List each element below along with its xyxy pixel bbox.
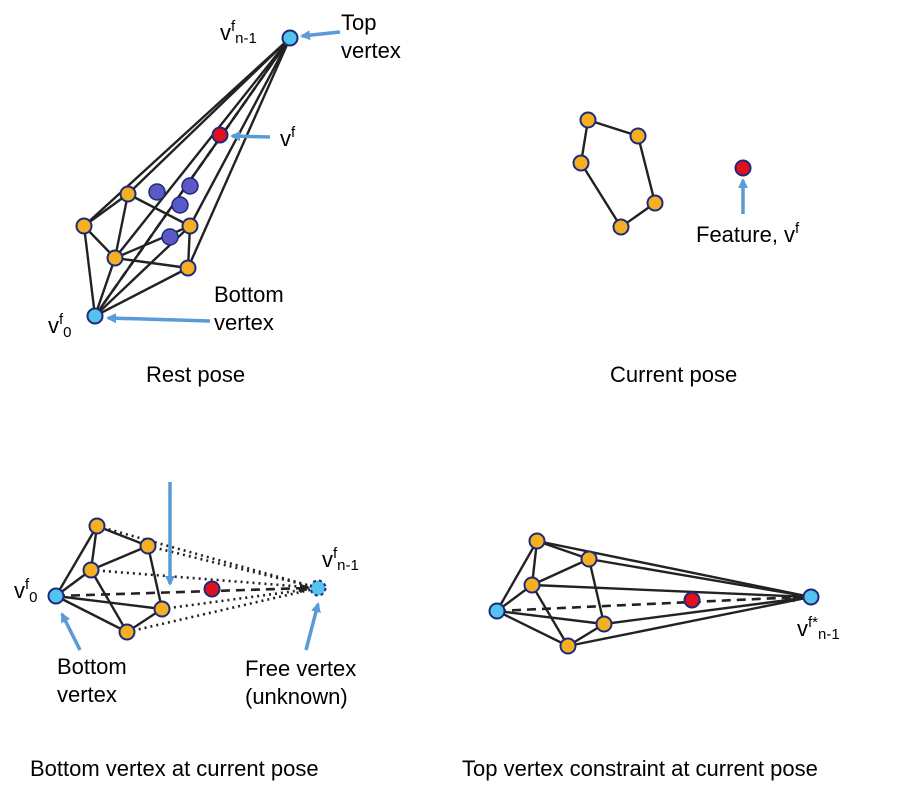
free-vertex-label-line1: Free vertex [245,656,356,681]
top-vertex-arrow [300,30,341,41]
cage-vertex [153,600,171,618]
cage-vertex [179,259,197,277]
cage-vertex [139,537,157,555]
cage-vertex [646,194,664,212]
label-feature-current: Feature, vf [696,220,800,247]
caption-bottom-vertex: Bottom vertex at current pose [30,756,319,781]
cage-vertex [528,532,546,550]
label-vf-star-n1: vf*n-1 [797,614,840,643]
cage-vertex [572,154,590,172]
caption-top-vertex: Top vertex constraint at current pose [462,756,818,781]
cage-vertex [559,637,577,655]
bottom-vertex-arrow [106,313,211,324]
top-vertex [802,588,820,606]
feature-point [734,159,752,177]
rest-cage-edges [82,37,292,318]
bottom-vertex-arrow [60,612,82,651]
rest-interior-points [148,177,199,246]
interior-point [161,228,179,246]
rest-pose-panel [82,37,292,318]
top-vertex-label-line1: Top [341,10,376,35]
cage-vertex [580,550,598,568]
cage-vertex [82,561,100,579]
feature-point [683,591,701,609]
cage-vertex [579,111,597,129]
label-vf-rest: vf [280,124,296,151]
cage-vertex [106,249,124,267]
free-vertex [309,579,327,597]
bottom-vertex-label-line1: Bottom [214,282,284,307]
caption-current-pose: Current pose [610,362,737,387]
cage-vertex [595,615,613,633]
cage-vertex [118,623,136,641]
top-vertex-label-line2: vertex [341,38,401,63]
label-vf-n1-bottom: vfn-1 [322,545,359,574]
cage-vertex [119,185,137,203]
caption-rest-pose: Rest pose [146,362,245,387]
bottom-vertex [488,602,506,620]
label-vf-n1-rest: vfn-1 [220,18,257,47]
feature-point [203,580,221,598]
rest-arrows [106,30,341,324]
cage-vertex [612,218,630,236]
cage-vertex [181,217,199,235]
cage-vertex [75,217,93,235]
bottom-vertex-label-line1-b: Bottom [57,654,127,679]
bottom-vertex-label-line2: vertex [214,310,274,335]
label-vf-0-bottom: vf0 [14,576,38,606]
cage-vertex [88,517,106,535]
interior-point [181,177,199,195]
top-vertex [281,29,299,47]
free-vertex-label-line2: (unknown) [245,684,348,709]
feature-point [211,126,229,144]
top-vertices [488,532,820,655]
bottom-pose-panel [54,524,319,634]
rest-vertices [75,29,299,325]
feature-arrow [230,131,271,142]
bottom-vertices [47,517,327,641]
bottom-vertex [86,307,104,325]
cage-vertex [523,576,541,594]
label-vf-0-rest: vf0 [48,311,72,341]
bottom-vertex-label-line2-b: vertex [57,682,117,707]
top-pose-panel [495,539,812,648]
interior-point [148,183,166,201]
free-vertex-arrow [304,602,321,651]
bottom-vertex [47,587,65,605]
interior-point [171,196,189,214]
bottom-arrows [60,482,321,651]
current-vertices [572,111,752,236]
cage-vertex [629,127,647,145]
